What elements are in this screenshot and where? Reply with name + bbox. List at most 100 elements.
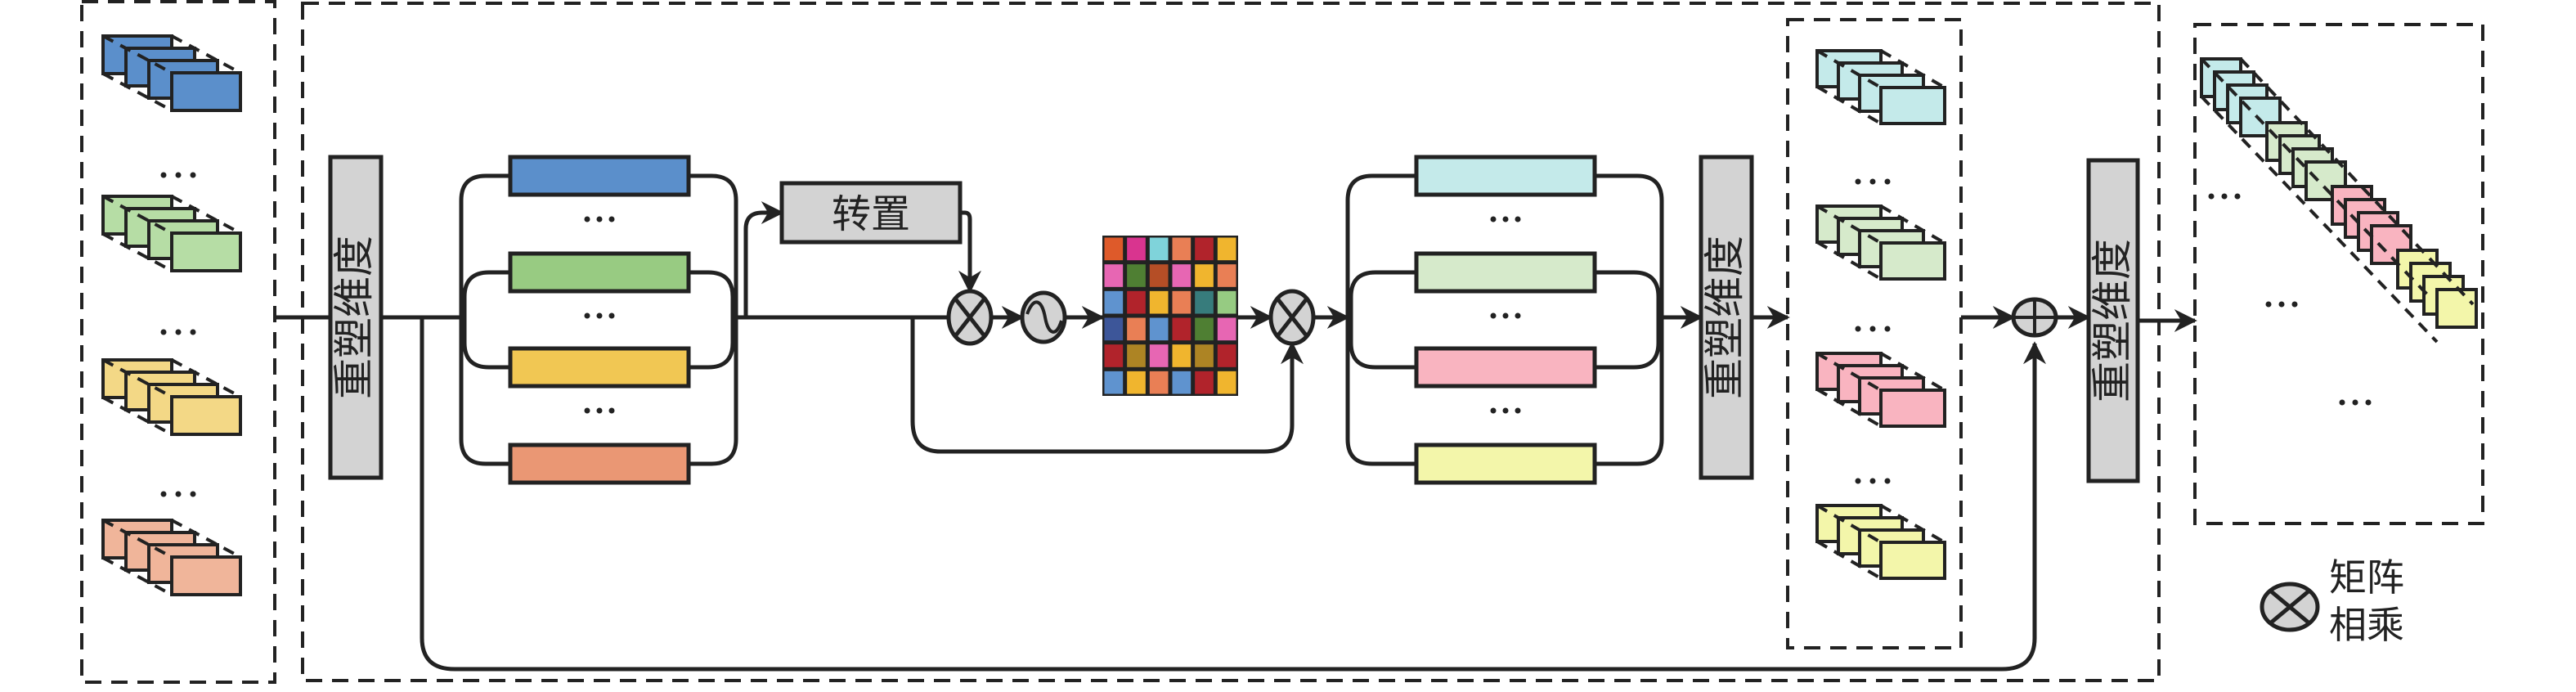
matrix-cell — [1195, 344, 1214, 367]
reshape-label-1: 重塑维度 — [330, 236, 378, 399]
branch-bracket-inner-left — [1349, 270, 1416, 370]
transpose-to-multiply-line — [958, 210, 981, 294]
matrix-cell — [1172, 317, 1192, 341]
ellipsis-dots — [2208, 193, 2241, 200]
matrix-cell — [1172, 371, 1192, 394]
feature-cube-stack — [101, 195, 242, 272]
input-cube-groups — [101, 34, 242, 596]
attention-matrix — [1102, 236, 1238, 396]
output-feature-slab — [2304, 160, 2347, 201]
reshape-label-3: 重塑维度 — [2089, 239, 2136, 402]
feature-slab — [170, 395, 242, 436]
reshaped-feature-cubes — [1815, 49, 1946, 580]
residual-skip-connection — [420, 317, 2046, 672]
output-ellipsis-group — [2208, 193, 2372, 406]
branch-feature-bar — [1414, 443, 1597, 485]
matrix-cell — [1195, 371, 1214, 394]
feature-slab — [1879, 86, 1946, 125]
matrix-cell — [1217, 371, 1236, 394]
feature-cube-stack — [1815, 204, 1946, 281]
legend: 矩阵 相乘 — [2260, 555, 2404, 647]
matrix-cell — [1149, 317, 1169, 341]
matrix-cell — [1104, 290, 1124, 314]
output-depth-edge — [2200, 57, 2430, 298]
matrix-cell — [1127, 317, 1146, 341]
matrix-cell — [1104, 371, 1124, 394]
feature-slab — [170, 231, 242, 272]
activation-wave-icon — [1020, 290, 1067, 344]
to-transpose-line — [743, 201, 784, 317]
ellipsis-dots — [2265, 301, 2298, 308]
branch-feature-bar — [508, 346, 691, 389]
output-panel-frame — [2193, 23, 2484, 525]
transpose-block: 转置 — [779, 181, 963, 245]
ellipsis-dots — [2339, 399, 2372, 406]
matrix-cell — [1104, 344, 1124, 367]
ellipsis-dots — [1855, 178, 1891, 185]
reshape-block-1: 重塑维度 — [328, 155, 384, 480]
matrix-cell — [1172, 290, 1192, 314]
branch-group-1 — [459, 155, 738, 485]
matrix-cell — [1149, 237, 1169, 261]
input-panel-frame — [80, 0, 276, 684]
input-ellipsis-group — [160, 172, 196, 497]
matrix-cell — [1217, 237, 1236, 261]
feature-cube-stack — [101, 519, 242, 596]
matrix-cell — [1104, 317, 1124, 341]
reshape-block-3: 重塑维度 — [2086, 158, 2140, 483]
matrix-multiply-icon — [2260, 582, 2320, 632]
matrix-cell — [1127, 264, 1146, 287]
ellipsis-dots — [1855, 478, 1891, 484]
feature-slab — [1879, 241, 1946, 281]
reshape-label-2: 重塑维度 — [1701, 236, 1748, 399]
ellipsis-dots — [1855, 326, 1891, 332]
ellipsis-dots — [160, 172, 196, 178]
matrix-cell — [1104, 264, 1124, 287]
matrix-cell — [1104, 237, 1124, 261]
matrix-cell — [1149, 290, 1169, 314]
branch-feature-bar — [1414, 346, 1597, 389]
matrix-multiply-icon — [946, 289, 994, 346]
matrix-cell — [1149, 344, 1169, 367]
branch-feature-bar — [1414, 251, 1597, 294]
ellipsis-dots — [1490, 312, 1521, 319]
feature-cube-stack — [101, 34, 242, 112]
feature-slab — [170, 555, 242, 596]
branch-bracket-outer-left — [1345, 173, 1416, 466]
matrix-cell — [1149, 264, 1169, 287]
feature-cube-stack — [1815, 504, 1946, 580]
ellipsis-dots — [1490, 216, 1521, 222]
ellipsis-dots — [584, 407, 615, 414]
reshaped-features-frame — [1786, 18, 1963, 649]
matrix-cell — [1195, 264, 1214, 287]
branch-bracket-inner-left — [462, 270, 510, 370]
value-bypass-line — [910, 317, 1304, 454]
element-add-icon — [2011, 297, 2058, 338]
legend-label-line1: 矩阵 — [2329, 555, 2404, 600]
output-depth-edge — [2239, 57, 2475, 306]
matrix-cell — [1172, 237, 1192, 261]
matrix-cell — [1217, 317, 1236, 341]
matrix-multiply-icon — [1268, 289, 1316, 346]
matrix-background — [1102, 236, 1238, 396]
reshape-block-2: 重塑维度 — [1699, 155, 1754, 480]
branch-bracket-outer-left — [459, 173, 510, 466]
feature-cube-stack — [1815, 49, 1946, 125]
feature-slab — [1879, 389, 1946, 428]
output-depth-edge — [2200, 95, 2439, 344]
module-frame — [301, 2, 2161, 682]
matrix-cell — [1172, 344, 1192, 367]
matrix-cell — [1127, 371, 1146, 394]
branch-bracket-outer-right — [689, 173, 738, 466]
ellipsis-dots — [160, 491, 196, 497]
matrix-cell — [1195, 290, 1214, 314]
branch-bracket-inner-right — [689, 270, 735, 370]
matrix-cell — [1195, 237, 1214, 261]
branch-feature-bar — [508, 443, 691, 485]
matrix-cell — [1172, 264, 1192, 287]
feature-cube-stack — [1815, 352, 1946, 428]
branch-feature-bar — [508, 155, 691, 197]
branch-feature-bar — [508, 251, 691, 294]
legend-label-line2: 相乘 — [2329, 603, 2404, 647]
